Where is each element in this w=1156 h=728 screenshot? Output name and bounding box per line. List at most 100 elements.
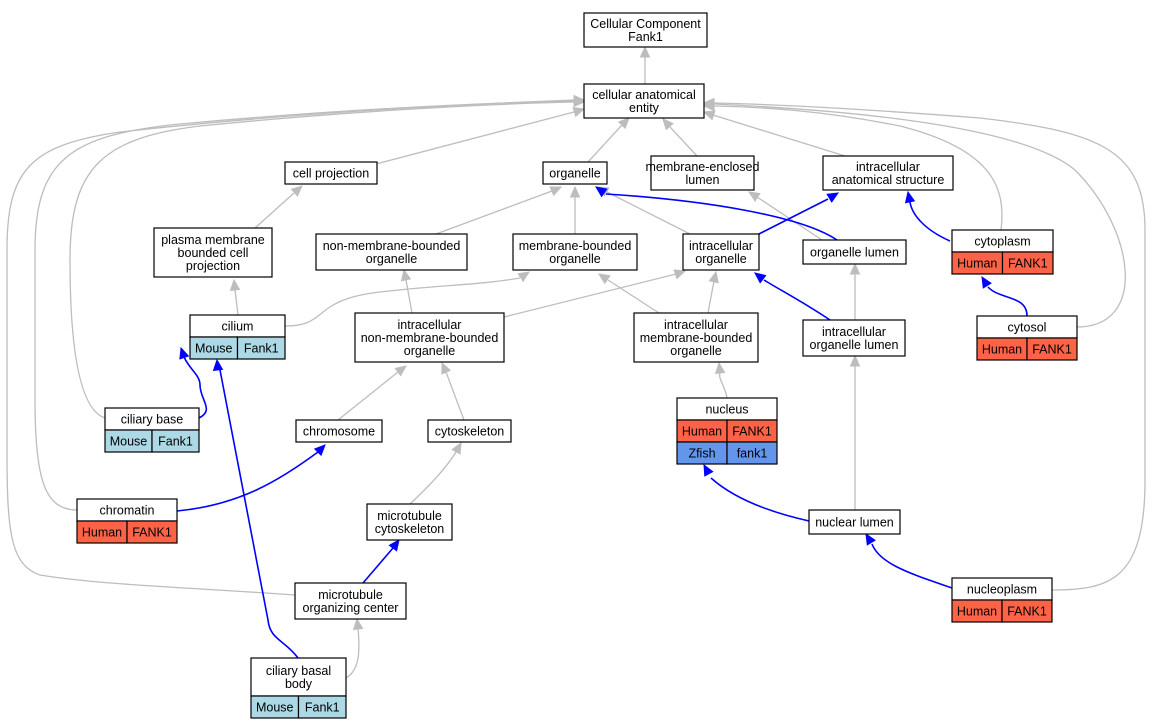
- edge-line: [183, 356, 208, 419]
- gene-label: Fank1: [244, 342, 279, 356]
- arrowhead: [441, 361, 452, 375]
- arrowhead: [662, 118, 674, 131]
- species-label: Human: [982, 343, 1022, 357]
- edge-nmbo-to-organelle: [435, 186, 563, 235]
- node-box: [650, 155, 755, 191]
- edge-line: [707, 280, 715, 314]
- node-box: [583, 12, 708, 48]
- arrowhead: [229, 278, 241, 291]
- node-box: [366, 503, 453, 541]
- arrowhead: [573, 94, 586, 106]
- arrowhead: [290, 185, 303, 197]
- node-organelle[interactable]: organelle: [542, 161, 608, 185]
- arrowhead: [572, 106, 586, 118]
- arrowhead: [754, 272, 767, 284]
- species-label: Zfish: [688, 447, 715, 461]
- edge-line: [763, 279, 831, 321]
- edge-mtcs-to-cytoskeleton: [409, 441, 462, 505]
- gene-cell: [1026, 337, 1078, 361]
- edge-nucleus-to-imbo: [714, 361, 728, 399]
- edge-line: [445, 371, 465, 421]
- edge-line: [69, 101, 575, 419]
- arrowhead: [904, 190, 916, 204]
- gene-label: fank1: [737, 447, 768, 461]
- edge-menclumen-to-cae: [662, 118, 698, 157]
- arrowhead: [517, 271, 531, 283]
- species-label: Human: [957, 257, 997, 271]
- edge-cellproj-to-cae: [375, 106, 586, 165]
- edge-nlumen-to-nucleus: [703, 463, 810, 522]
- arrowhead: [451, 441, 462, 455]
- edge-line: [337, 371, 399, 421]
- node-box: [427, 419, 512, 443]
- species-label: Human: [957, 605, 997, 619]
- edge-chromatin-to-chromosome: [176, 444, 326, 512]
- node-label: nucleus: [705, 403, 748, 417]
- gene-row-human: Human FANK1: [951, 599, 1053, 623]
- node-label: organelle lumen: [810, 246, 899, 260]
- node-cellproj[interactable]: cell projection: [284, 161, 378, 185]
- arrowhead: [597, 273, 611, 285]
- edge-iolumen-to-io: [754, 272, 831, 321]
- edge-inmbo-to-io: [503, 269, 687, 318]
- arrowhead: [708, 270, 719, 284]
- edge-io-to-ias: [754, 192, 840, 237]
- node-label: cilium: [222, 320, 254, 334]
- gene-cell: [236, 336, 286, 360]
- edge-olumen-to-organelle: [595, 186, 838, 241]
- arrowhead: [747, 191, 761, 203]
- edge-line: [362, 547, 394, 584]
- node-box: [512, 233, 638, 271]
- node-box: [808, 509, 901, 535]
- edge-line: [234, 289, 239, 316]
- node-label: chromatin: [100, 504, 155, 518]
- node-box: [682, 233, 760, 271]
- node-label: cytosol: [1008, 321, 1047, 335]
- edge-line: [605, 193, 838, 241]
- gene-label: FANK1: [1007, 605, 1047, 619]
- edge-nlumen-to-iolumen: [849, 354, 861, 510]
- edge-line: [284, 277, 521, 327]
- node-olumen[interactable]: organelle lumen: [802, 239, 907, 265]
- species-label: Human: [82, 526, 122, 540]
- node-chromosome[interactable]: chromosome: [295, 419, 383, 443]
- node-nlumen[interactable]: nuclear lumen: [808, 509, 901, 535]
- node-cytoskeleton[interactable]: cytoskeleton: [427, 419, 512, 443]
- edge-cbb-to-mtoc: [345, 617, 364, 679]
- node-label: nucleoplasm: [967, 583, 1037, 597]
- arrowhead: [702, 97, 715, 109]
- edge-ias-to-cae: [702, 110, 846, 157]
- edge-line: [607, 279, 660, 314]
- edge-line: [219, 369, 299, 659]
